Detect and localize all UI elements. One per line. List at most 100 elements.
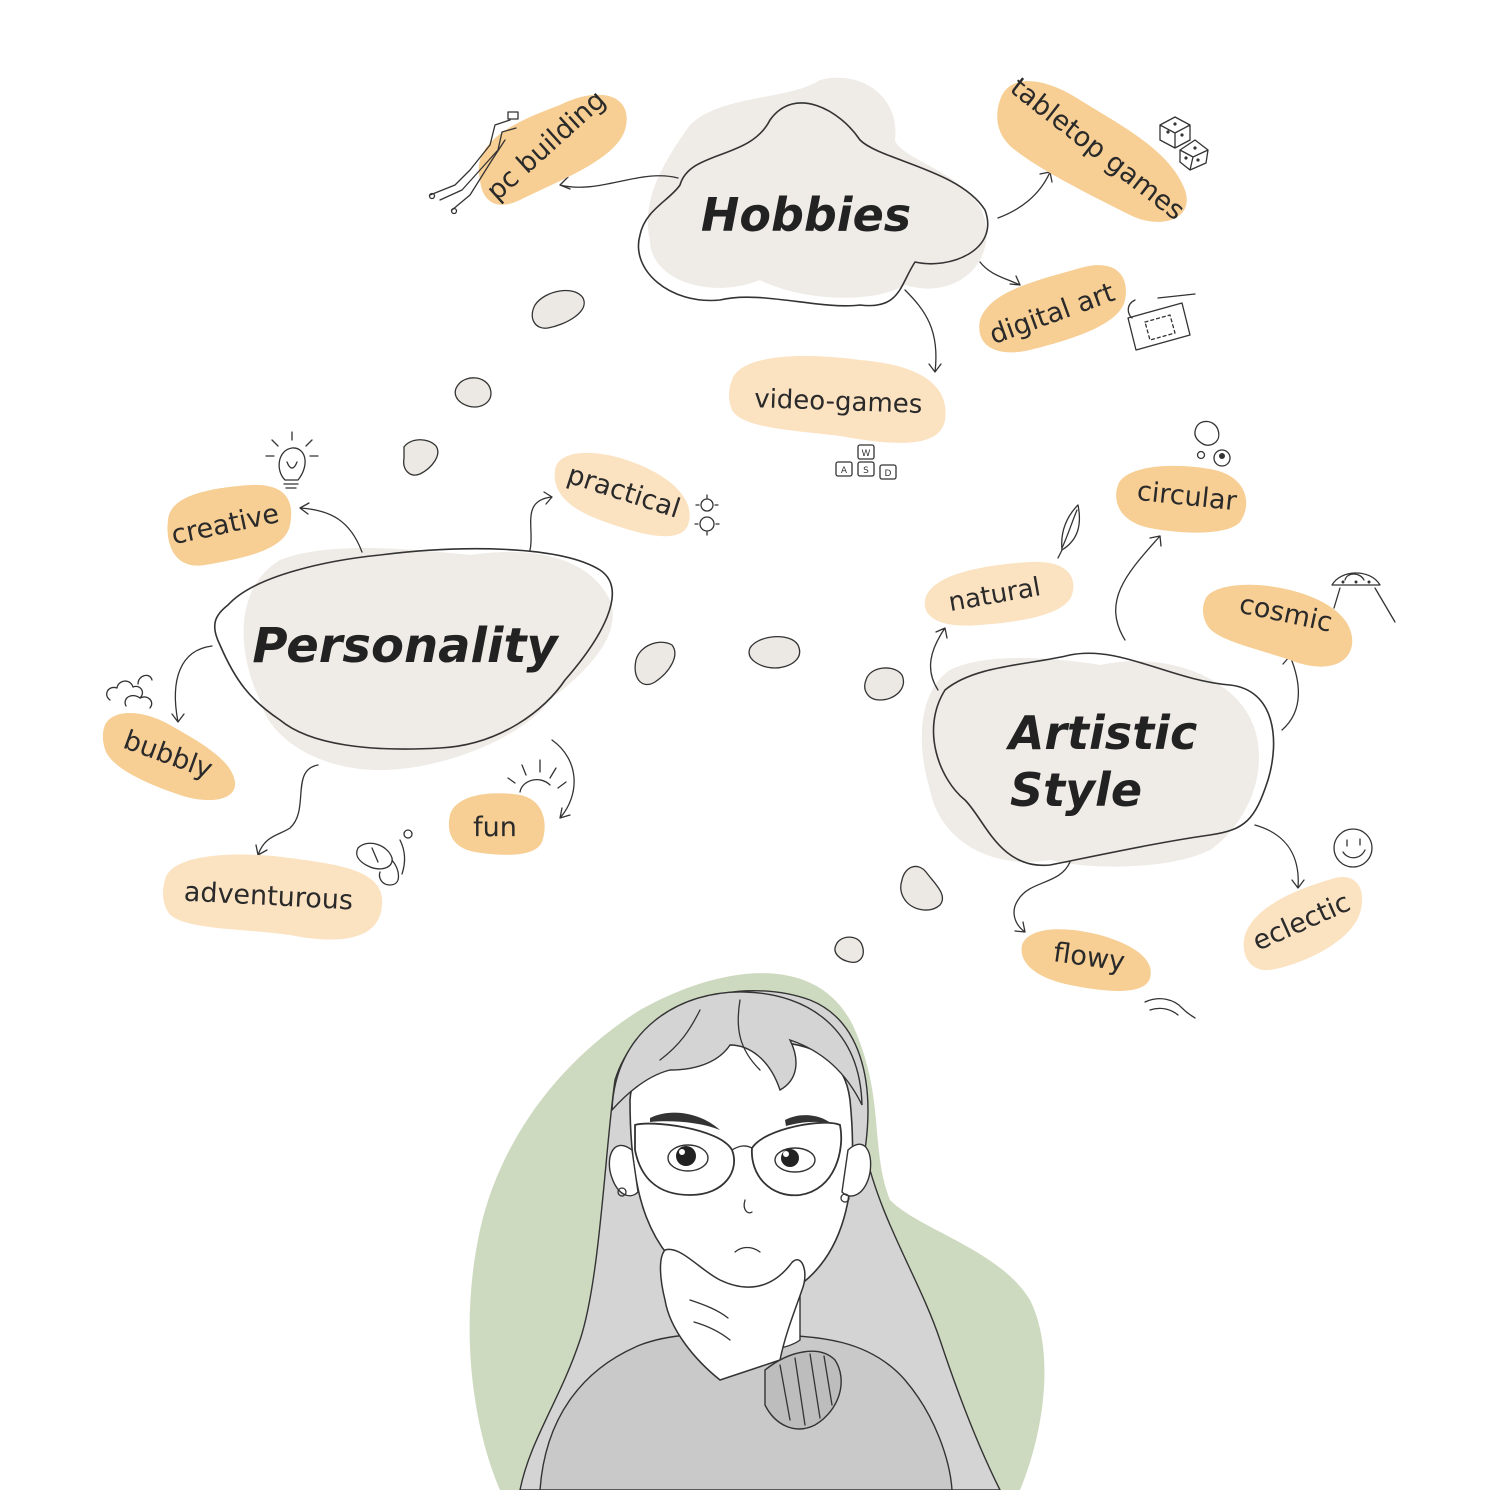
hub-hobbies: Hobbies [637, 77, 989, 307]
tag-circular-blob [1116, 465, 1247, 533]
pupil-right [781, 1149, 799, 1167]
tag-natural: natural [924, 561, 1074, 626]
key-a-label: A [841, 466, 848, 476]
tag-practical: practical [554, 452, 690, 537]
hub-artistic-outline [932, 652, 1275, 866]
pupil-left [676, 1146, 696, 1166]
arrow-personality-practical [529, 491, 553, 551]
tag-pc-building-blob [478, 94, 627, 205]
tag-flowy: flowy [1021, 929, 1151, 991]
pebble [454, 377, 492, 408]
arrow-personality-bubbly [171, 645, 213, 723]
tag-practical-blob [554, 452, 690, 537]
tag-fun: fun [448, 793, 545, 855]
sleeve-cuff [764, 1350, 842, 1430]
tag-natural-blob [924, 561, 1074, 626]
wasd-keys-icon: W A S D [835, 444, 897, 480]
tag-bubbly: bubbly [102, 712, 236, 801]
hand [659, 1248, 806, 1381]
tag-adventurous: adventurous [163, 854, 383, 940]
leaf-icon [1057, 504, 1081, 559]
hub-hobbies-outline [637, 102, 989, 307]
arrow-hobbies-digital-art [979, 261, 1021, 286]
hub-artistic-label-line2: Style [1010, 763, 1142, 817]
pebble [531, 289, 585, 329]
tag-adventurous-blob [163, 854, 383, 940]
hair-strand [659, 1009, 701, 1061]
key-w-label: W [862, 449, 871, 459]
key-d-label: D [885, 469, 892, 479]
hub-artistic-style: Artistic Style [921, 652, 1275, 867]
earring-left [617, 1187, 627, 1197]
pebble [634, 641, 676, 686]
arrow-personality-adventurous [255, 764, 319, 856]
snorkel-mask-icon [356, 829, 413, 886]
lightbulb-icon [265, 431, 319, 489]
hub-artistic-label-line1: Artistic [1006, 706, 1197, 760]
earring-right [840, 1193, 850, 1203]
glasses-left-lens [634, 1122, 735, 1196]
arrow-artistic-flowy [1013, 861, 1071, 933]
pebble [748, 636, 801, 669]
tag-video-games-blob [729, 356, 946, 443]
tag-video-games-label: video-games [754, 384, 923, 420]
eyebrow-left [650, 1112, 720, 1130]
arrow-artistic-circular [1115, 535, 1162, 641]
eye-glint [679, 1149, 685, 1155]
tag-bubbly-blob [102, 712, 236, 801]
tag-cosmic: cosmic [1202, 584, 1353, 667]
circles-icon [1194, 420, 1231, 467]
arrow-artistic-eclectic [1254, 824, 1305, 889]
ear-left [608, 1144, 639, 1197]
hair-front [611, 991, 863, 1112]
tag-eclectic-blob [1243, 877, 1363, 971]
tag-circular: circular [1116, 465, 1247, 533]
hub-personality-outline [213, 547, 614, 750]
circuit-icon [428, 111, 519, 215]
eyebrow-right [785, 1115, 832, 1126]
pebble [864, 667, 905, 701]
finger-lines [689, 1299, 731, 1341]
tag-eclectic: eclectic [1243, 877, 1363, 971]
wave-icon [1144, 998, 1196, 1019]
cuff-ribs [779, 1353, 833, 1426]
arrow-hobbies-tabletop [997, 171, 1053, 219]
arrow-artistic-natural [929, 627, 948, 691]
tag-cosmic-blob [1202, 584, 1353, 667]
pebble [834, 936, 864, 963]
key-d [879, 464, 897, 480]
pebble [900, 865, 944, 911]
tag-tabletop-games-blob [997, 81, 1187, 222]
thought-pebbles [403, 289, 944, 963]
dice-icon [1159, 116, 1209, 171]
bubbles-icon [106, 674, 153, 709]
sun-icon [507, 759, 567, 793]
arrow-personality-creative [299, 502, 363, 553]
thinking-character [469, 973, 1045, 1490]
hub-hobbies-label: Hobbies [701, 188, 911, 242]
hub-personality-shadow [243, 548, 613, 770]
tag-creative: creative [167, 484, 292, 566]
glasses-bridge [731, 1145, 753, 1151]
arrow-personality-fun [551, 739, 575, 819]
key-s [857, 461, 875, 477]
key-w [857, 444, 875, 460]
key-a [835, 461, 853, 477]
key-s-label: S [863, 466, 869, 476]
nose [743, 1199, 753, 1214]
drawing-tablet-icon [1127, 293, 1196, 351]
hub-personality-label: Personality [252, 618, 559, 674]
mouth [734, 1246, 761, 1253]
tag-flowy-blob [1021, 929, 1151, 991]
tag-creative-blob [167, 484, 292, 566]
arrow-artistic-cosmic [1281, 655, 1300, 731]
arrow-hobbies-video-games [904, 289, 942, 373]
tag-digital-art: digital art [979, 265, 1126, 353]
glasses-right-lens [751, 1121, 843, 1197]
tag-fun-blob [448, 793, 545, 855]
eye-glint [783, 1151, 789, 1157]
ufo-icon [1331, 572, 1396, 623]
gears-icon [694, 494, 720, 536]
hub-hobbies-shadow [647, 77, 987, 298]
